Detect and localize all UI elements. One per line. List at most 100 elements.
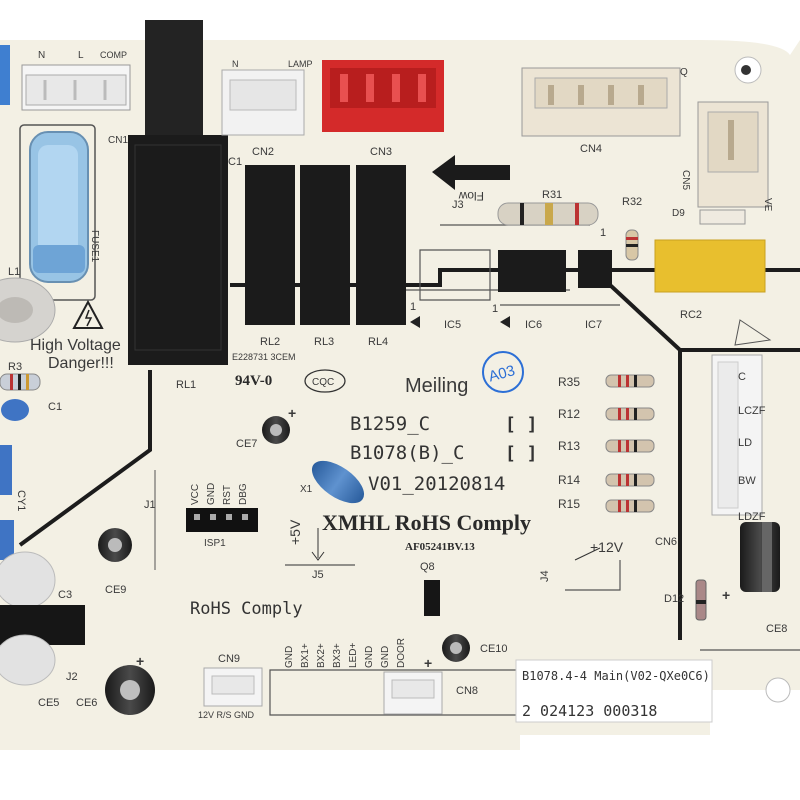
cn6-pin-bw: BW — [738, 475, 756, 487]
j3-label: J3 — [452, 199, 464, 211]
cn9-pins: 12V R/S GND — [198, 710, 255, 720]
transistor-q8 — [424, 580, 440, 616]
cn5-side-label: VE — [762, 198, 773, 212]
revision-badge-text: A03 — [487, 362, 517, 385]
isp-pin-vcc: VCC — [190, 484, 201, 505]
cy1-label: CY1 — [15, 490, 27, 511]
ce6-label: CE6 — [76, 697, 97, 709]
rl4-label: RL4 — [368, 336, 388, 348]
j2-label: J2 — [66, 671, 78, 683]
ic7-label: IC7 — [585, 319, 602, 331]
cn6-pin-ld: LD — [738, 437, 752, 449]
connector-cn2 — [221, 69, 305, 136]
j5-label: J5 — [312, 569, 324, 581]
r14-label: R14 — [558, 473, 580, 487]
cn6-pin-c: C — [738, 371, 746, 383]
pin1-r32: 1 — [600, 227, 606, 239]
cn8-pin-bx2: BX2+ — [316, 643, 327, 668]
relay-rl3 — [300, 165, 350, 325]
svg-text:+: + — [722, 587, 730, 603]
ce10-label: CE10 — [480, 643, 508, 655]
cn1-pin-comp: COMP — [100, 50, 127, 60]
cn2-pin-lamp: LAMP — [288, 59, 313, 69]
rl3-label: RL3 — [314, 336, 334, 348]
mounting-hole — [765, 677, 791, 703]
l1-label: L1 — [8, 266, 20, 278]
flame-rating: 94V-0 — [235, 373, 272, 389]
q8-label: Q8 — [420, 561, 435, 573]
relay-rl1 — [128, 20, 228, 365]
flow-arrow — [432, 155, 510, 190]
blue-capacitor — [1, 399, 29, 421]
resistor-r32 — [625, 229, 639, 261]
connector-cn1 — [21, 64, 131, 111]
r31-label: R31 — [542, 189, 562, 201]
warning-line-2: Danger!!! — [48, 355, 114, 372]
x1-label: X1 — [300, 484, 313, 495]
resistor-bank — [605, 374, 655, 513]
flow-label: Flow — [458, 189, 484, 203]
isp-label: ISP1 — [204, 538, 226, 549]
compliance-text: XMHL RoHS Comply — [322, 510, 531, 535]
cn6-pin-ldzf: LDZF — [738, 511, 766, 523]
d9-label: D9 — [672, 208, 685, 219]
relay-rl4 — [356, 165, 406, 325]
revision-badge — [482, 351, 524, 393]
version-text: V01_20120814 — [368, 473, 505, 495]
cn8-pin-led: LED+ — [348, 643, 359, 668]
rl2-label: RL2 — [260, 336, 280, 348]
cn1-pin-l: L — [78, 50, 84, 61]
connector-cn9 — [203, 667, 263, 707]
isp-pin-dbg: DBG — [238, 483, 249, 505]
cn2-pin-n: N — [232, 59, 239, 69]
connector-cn6 — [711, 354, 763, 516]
ce7-label: CE7 — [236, 438, 257, 450]
j1-label: J1 — [144, 499, 156, 511]
j4-label: J4 — [539, 570, 551, 582]
plus5v-label: +5V — [287, 519, 303, 545]
cn8-pin-door: DOOR — [396, 638, 407, 668]
cert-mark-outline — [304, 369, 346, 393]
cert-mark: CQC — [312, 377, 334, 388]
sticker-line-1: B1078.4-4 Main(V02-QXe0C6) — [522, 669, 710, 683]
cn1-label: CN1 — [108, 135, 128, 146]
cn8-pin-gnd3: GND — [380, 646, 391, 668]
capacitor-rc2 — [654, 239, 766, 293]
ic7-chip — [578, 250, 612, 288]
d12-label: D12 — [664, 593, 684, 605]
ce8-label: CE8 — [766, 623, 787, 635]
pcb-code: AF05241BV.13 — [405, 541, 475, 553]
c1b-label: C1 — [48, 401, 62, 413]
part-number-2: B1078(B)_C — [350, 442, 464, 464]
plus12v-label: +12V — [590, 539, 624, 555]
brand-text: Meiling — [405, 375, 468, 397]
svg-text:+: + — [136, 653, 144, 669]
r3-label: R3 — [8, 361, 22, 373]
cn4-label: CN4 — [580, 143, 602, 155]
r12-label: R12 — [558, 407, 580, 421]
r35-label: R35 — [558, 375, 580, 389]
cn9-label: CN9 — [218, 653, 240, 665]
cn4-pin-q: Q — [680, 67, 688, 78]
connector-cn4 — [521, 67, 681, 137]
ic6-label: IC6 — [525, 319, 542, 331]
sticker-line-2: 2 024123 000318 — [522, 702, 657, 720]
cn8-pin-gnd2: GND — [364, 646, 375, 668]
isp-header — [186, 508, 258, 532]
rc2-label: RC2 — [680, 309, 702, 321]
svg-text:+: + — [288, 405, 296, 421]
relay-rl2 — [245, 165, 295, 325]
c3-label: C3 — [58, 589, 72, 601]
fuse-label: FUSE1 — [89, 230, 100, 263]
fuse — [19, 124, 96, 301]
serial-sticker — [515, 659, 713, 723]
crystal-x1 — [311, 460, 365, 504]
rl1-label: RL1 — [176, 379, 196, 391]
r32-label: R32 — [622, 196, 642, 208]
r15-label: R15 — [558, 497, 580, 511]
cn3-label: CN3 — [370, 146, 392, 158]
isp-pin-gnd: GND — [206, 483, 217, 505]
svg-text:[ ]: [ ] — [505, 414, 538, 435]
